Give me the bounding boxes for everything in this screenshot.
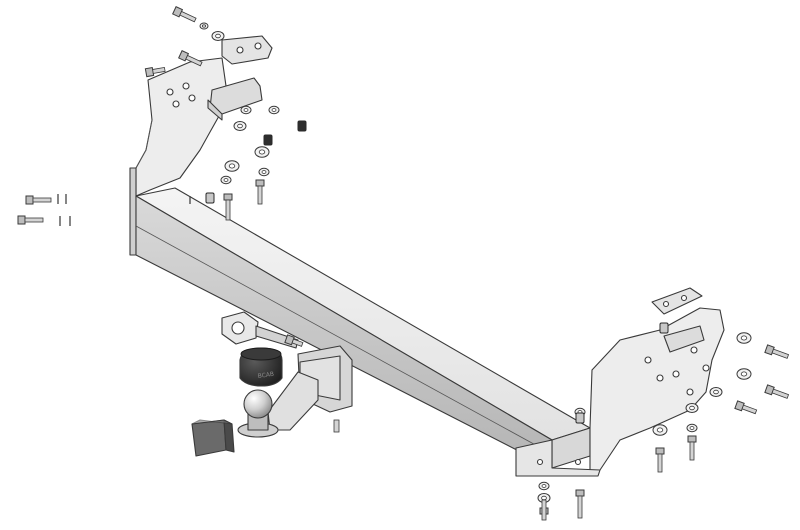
nut-icon bbox=[659, 322, 669, 334]
bolt-icon bbox=[655, 447, 665, 455]
ball-cover: BCAB bbox=[239, 347, 283, 387]
bolt-icon bbox=[172, 6, 197, 23]
bolt-icon bbox=[144, 66, 166, 78]
nut-icon bbox=[575, 412, 585, 424]
nut-icon bbox=[297, 120, 307, 132]
ball-cover-emboss: BCAB bbox=[257, 371, 274, 380]
bolt-icon bbox=[764, 384, 790, 399]
left-bracket bbox=[129, 35, 273, 256]
right-bracket bbox=[515, 287, 725, 477]
tow-ball-assembly bbox=[237, 345, 353, 438]
bolt-icon bbox=[17, 215, 44, 225]
bolt-icon bbox=[223, 193, 233, 201]
tow-ball bbox=[243, 389, 273, 419]
bolt-icon bbox=[764, 344, 790, 359]
bolt-icon bbox=[255, 179, 265, 187]
hardware bbox=[17, 6, 790, 521]
bolt-icon bbox=[333, 419, 340, 433]
bolt-icon bbox=[687, 435, 697, 443]
bolt-icon bbox=[284, 334, 304, 347]
bolt-icon bbox=[178, 50, 203, 67]
bolt-icon bbox=[575, 489, 585, 497]
nut-icon bbox=[205, 192, 215, 204]
receiver-cover bbox=[191, 419, 235, 457]
bolt-icon bbox=[734, 400, 758, 415]
bolt-icon bbox=[25, 195, 52, 205]
nut-icon bbox=[263, 134, 273, 146]
